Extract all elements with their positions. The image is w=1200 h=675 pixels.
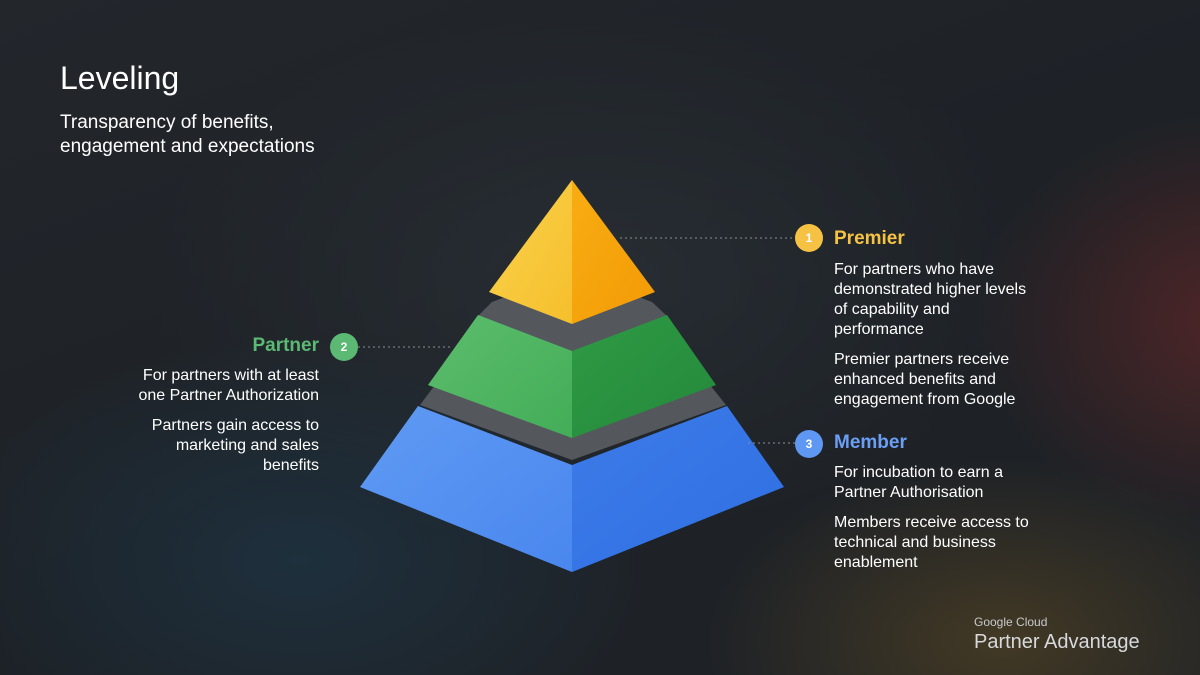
level-name-member: Member: [834, 432, 907, 453]
level-description-premier: For partners who have demonstrated highe…: [834, 260, 1026, 420]
pyramid-tier-premier-right: [572, 180, 655, 324]
level-name-partner: Partner: [252, 335, 319, 356]
description-line: For partners with at least: [142, 367, 319, 384]
description-line: one Partner Authorization: [138, 387, 319, 404]
description-line: technical and business: [834, 534, 996, 551]
description-line: Partner Authorisation: [834, 484, 984, 501]
description-line: benefits: [262, 457, 319, 474]
partner-advantage-logo: Google Cloud Partner Advantage: [974, 615, 1140, 655]
subtitle-line: Transparency of benefits,: [60, 112, 274, 133]
pyramid-tier-member-left: [360, 406, 572, 572]
description-line: Partners gain access to: [151, 417, 319, 434]
level-name-premier: Premier: [834, 228, 905, 249]
description-paragraph: For incubation to earn a Partner Authori…: [834, 463, 1029, 503]
description-line: of capability and: [834, 301, 950, 318]
description-paragraph: Premier partners receive enhanced benefi…: [834, 350, 1026, 410]
level-description-member: For incubation to earn a Partner Authori…: [834, 463, 1029, 583]
description-paragraph: Partners gain access to marketing and sa…: [138, 416, 319, 476]
description-paragraph: For partners with at least one Partner A…: [138, 366, 319, 406]
description-line: Premier partners receive: [834, 351, 1010, 368]
description-line: marketing and sales: [175, 437, 319, 454]
pyramid-tier-partner-left: [428, 315, 572, 438]
description-line: enablement: [834, 554, 918, 571]
description-line: Members receive access to: [834, 514, 1029, 531]
level-badge-3: 3: [795, 430, 823, 458]
description-line: For incubation to earn a: [834, 464, 1003, 481]
level-badge-1: 1: [795, 224, 823, 252]
pyramid-tier-member-right: [572, 406, 784, 572]
slide-title: Leveling: [60, 60, 180, 96]
description-line: For partners who have: [834, 261, 995, 278]
description-paragraph: For partners who have demonstrated highe…: [834, 260, 1026, 340]
logo-partner-advantage: Partner Advantage: [974, 631, 1140, 653]
description-line: enhanced benefits and: [834, 371, 996, 388]
slide-subtitle: Transparency of benefits, engagement and…: [60, 111, 420, 159]
pyramid-tier-premier-left: [489, 180, 572, 324]
description-line: demonstrated higher levels: [834, 281, 1027, 298]
level-badge-2: 2: [330, 333, 358, 361]
description-paragraph: Members receive access to technical and …: [834, 513, 1029, 573]
description-line: engagement from Google: [834, 391, 1016, 408]
logo-google-cloud: Google Cloud: [974, 615, 1048, 629]
level-description-partner: For partners with at least one Partner A…: [138, 366, 319, 486]
pyramid-tier-partner-right: [572, 315, 716, 438]
subtitle-line: engagement and expectations: [60, 136, 315, 157]
description-line: performance: [834, 321, 924, 338]
